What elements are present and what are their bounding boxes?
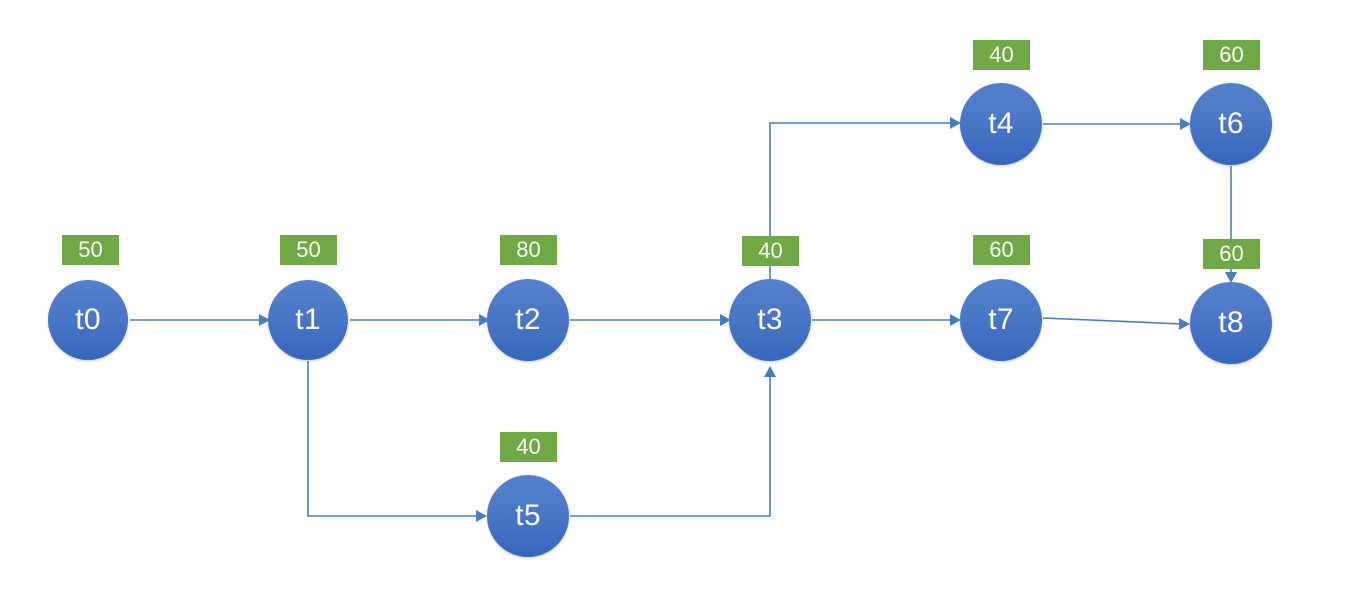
edge-arrowhead xyxy=(950,117,961,129)
node-t3[interactable]: t3 xyxy=(729,279,811,361)
node-label: t5 xyxy=(515,499,541,532)
badge-label: 50 xyxy=(78,237,103,262)
badge-t0: 50 xyxy=(62,235,119,265)
badge-t1: 50 xyxy=(280,235,337,265)
edge-arrowhead xyxy=(476,510,487,522)
node-label: t7 xyxy=(988,303,1014,336)
badge-t3: 40 xyxy=(742,236,799,266)
edge-line xyxy=(307,361,479,517)
edge-arrowhead xyxy=(1180,118,1191,130)
badge-label: 50 xyxy=(296,237,321,262)
node-label: t0 xyxy=(75,303,101,336)
edge-t1-to-t2 xyxy=(350,314,490,326)
badge-t6: 60 xyxy=(1203,40,1260,70)
edge-t7-to-t8 xyxy=(1042,317,1190,330)
badge-label: 40 xyxy=(989,42,1014,67)
badge-t7: 60 xyxy=(973,235,1030,265)
badge-label: 40 xyxy=(758,238,783,263)
edge-t1-to-t5 xyxy=(307,361,487,522)
node-t1[interactable]: t1 xyxy=(268,280,348,360)
edge-arrowhead xyxy=(479,314,490,326)
edge-t2-to-t3 xyxy=(570,314,731,326)
node-t5[interactable]: t5 xyxy=(487,475,569,557)
badge-label: 40 xyxy=(516,434,541,459)
node-label: t2 xyxy=(515,303,541,336)
badge-label: 60 xyxy=(989,237,1014,262)
badge-t8: 60 xyxy=(1203,239,1260,269)
edge-t5-to-t3 xyxy=(570,366,776,517)
edge-arrowhead xyxy=(1225,272,1237,283)
edge-line xyxy=(769,122,953,279)
node-t2[interactable]: t2 xyxy=(487,279,569,361)
edge-t4-to-t6 xyxy=(1043,118,1191,130)
node-label: t1 xyxy=(295,303,321,336)
edge-t3-to-t4 xyxy=(769,117,961,279)
node-label: t6 xyxy=(1218,107,1244,140)
node-t4[interactable]: t4 xyxy=(960,83,1042,165)
node-t6[interactable]: t6 xyxy=(1190,83,1272,165)
node-label: t4 xyxy=(988,107,1014,140)
badge-label: 60 xyxy=(1219,42,1244,67)
edge-arrowhead xyxy=(1179,318,1190,330)
node-t8[interactable]: t8 xyxy=(1190,282,1272,364)
badge-t5: 40 xyxy=(500,432,557,462)
edge-arrowhead xyxy=(720,314,731,326)
badge-t4: 40 xyxy=(973,40,1030,70)
badge-label: 60 xyxy=(1219,241,1244,266)
edge-arrowhead xyxy=(764,366,776,377)
edge-arrowhead xyxy=(950,314,961,326)
edge-line xyxy=(1042,317,1183,325)
edge-t3-to-t7 xyxy=(812,314,961,326)
node-label: t3 xyxy=(757,303,783,336)
edge-t0-to-t1 xyxy=(130,314,270,326)
node-t0[interactable]: t0 xyxy=(48,280,128,360)
badge-label: 80 xyxy=(516,237,541,262)
edge-line xyxy=(570,374,771,517)
badge-t2: 80 xyxy=(500,235,557,265)
node-t7[interactable]: t7 xyxy=(960,279,1042,361)
edge-arrowhead xyxy=(259,314,270,326)
node-label: t8 xyxy=(1218,306,1244,339)
